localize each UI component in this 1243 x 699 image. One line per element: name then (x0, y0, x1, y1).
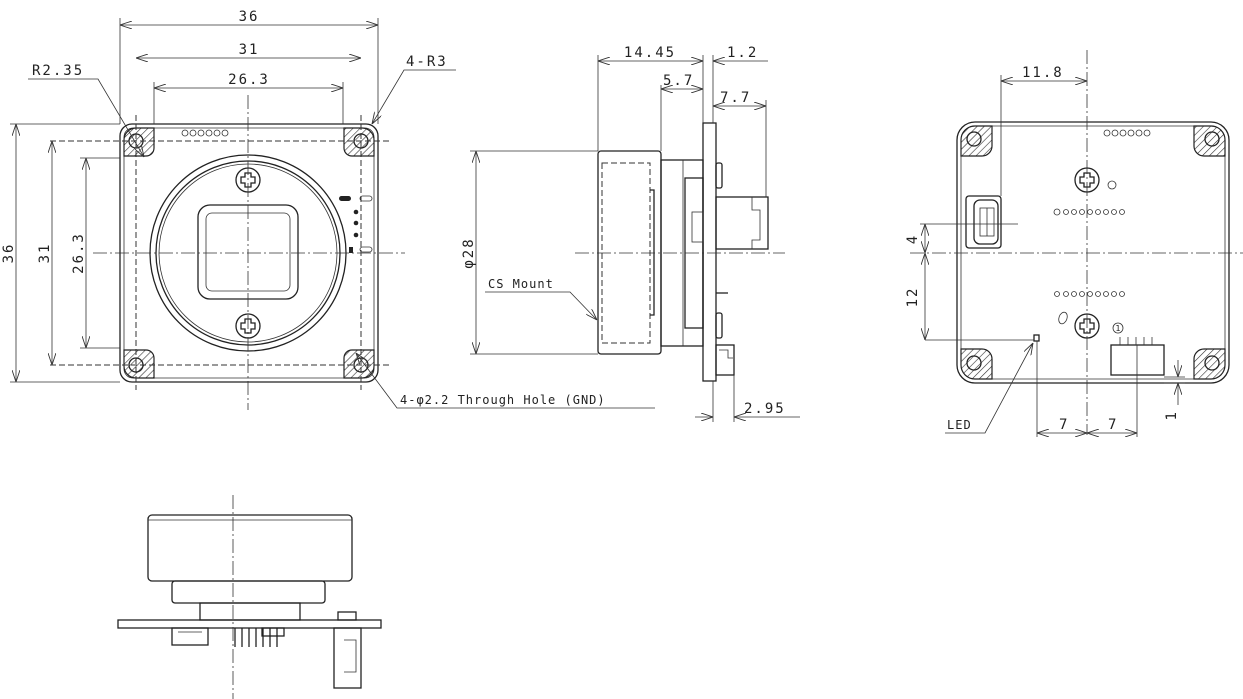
io-connector-bottom (171, 627, 209, 646)
label-r2-35: R2.35 (32, 63, 84, 79)
side-view: 14.45 1.2 5.7 7.7 φ28 CS Mount 2.95 (461, 45, 800, 422)
dim-height-26-3: 26.3 (71, 232, 87, 274)
pin-row (1103, 129, 1151, 137)
label-led: LED (947, 418, 972, 432)
dim-diameter-28: φ28 (461, 237, 477, 268)
bottom-view (117, 495, 382, 699)
cs-mount-body (597, 150, 662, 355)
dim-5-7: 5.7 (663, 73, 694, 89)
pin1-label: 1 (1115, 324, 1120, 333)
front-view: 36 31 26.3 36 31 26.3 R2.35 4-R3 4-φ2.2 … (1, 9, 655, 410)
back-view: 1 11.8 4 12 7 7 1 LED (905, 50, 1243, 437)
io-connector: 1 (1110, 322, 1165, 376)
dim-height-36: 36 (1, 243, 17, 264)
usb-connector-bottom (333, 627, 362, 689)
dim-connector-7: 7 (1108, 417, 1118, 433)
pin-header (234, 628, 278, 647)
dim-12: 12 (905, 287, 921, 308)
dim-2-95: 2.95 (744, 401, 786, 417)
pin-row (1053, 208, 1125, 297)
dim-4: 4 (905, 234, 921, 244)
lens-mount-bottom (147, 514, 353, 582)
label-cs-mount: CS Mount (488, 277, 554, 291)
dim-width-26-3: 26.3 (228, 72, 270, 88)
dim-14-45: 14.45 (624, 45, 676, 61)
pin-row (181, 129, 229, 137)
label-4-r3: 4-R3 (406, 54, 448, 70)
dim-1: 1 (1164, 410, 1180, 420)
usb-connector-side (715, 196, 769, 250)
dim-1-2: 1.2 (727, 45, 758, 61)
dim-11-8: 11.8 (1022, 65, 1064, 81)
pcb-bottom (117, 619, 382, 629)
label-through-hole: 4-φ2.2 Through Hole (GND) (400, 393, 606, 407)
dim-height-31: 31 (37, 243, 53, 264)
dim-7-7: 7.7 (720, 90, 751, 106)
dim-width-31: 31 (239, 42, 260, 58)
dim-width-36: 36 (239, 9, 260, 25)
pcb (702, 122, 717, 382)
dim-led-7: 7 (1059, 417, 1069, 433)
led (1033, 334, 1040, 342)
usb-connector (965, 195, 1002, 249)
